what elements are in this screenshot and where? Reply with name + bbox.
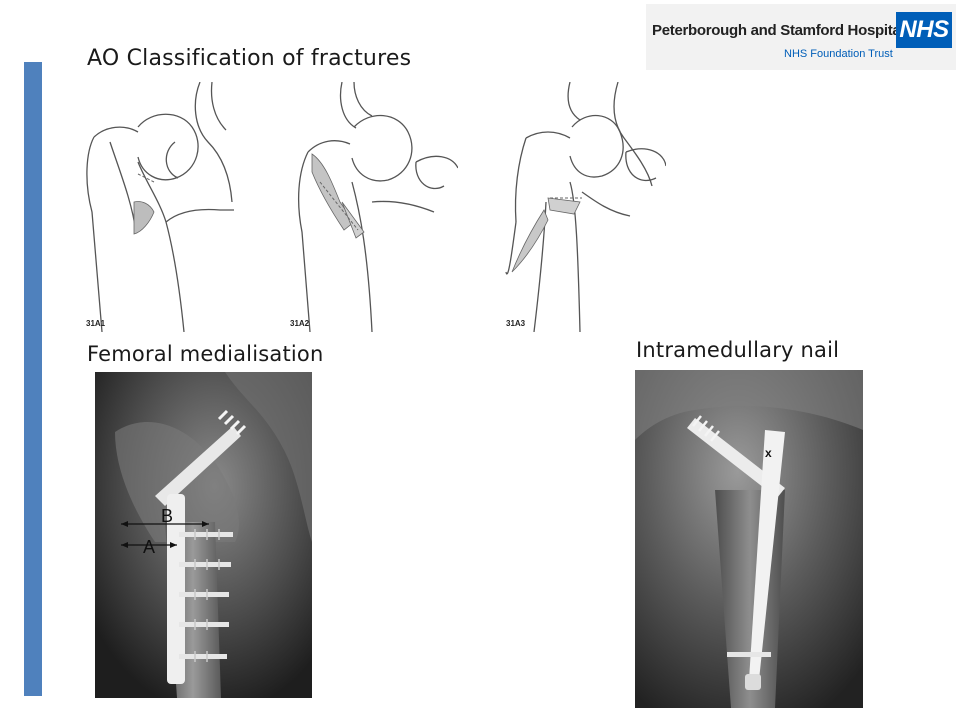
xray-marker-x: x — [765, 446, 772, 460]
fracture-diagram-31a3: 31A3 — [500, 82, 666, 332]
slide-title: AO Classification of fractures — [87, 46, 412, 71]
logo-organization: Peterborough and Stamford Hospitals — [652, 22, 913, 39]
femur-drawing-31a2 — [297, 82, 458, 332]
heading-intramedullary-nail: Intramedullary nail — [636, 338, 840, 362]
hospital-logo: Peterborough and Stamford Hospitals NHS … — [646, 4, 956, 70]
xray-plate-fixation: B A — [95, 372, 312, 698]
femur-drawing-31a3 — [505, 82, 666, 332]
xray-nail-image: x — [635, 370, 863, 708]
fracture-diagram-31a1: 31A1 — [80, 82, 234, 332]
fracture-diagram-31a2: 31A2 — [284, 82, 458, 332]
nhs-logo-icon: NHS — [896, 12, 952, 48]
xray-plate-image: B A — [95, 372, 312, 698]
measurement-label-b: B — [161, 506, 173, 526]
measurement-label-a: A — [143, 537, 155, 557]
xray-intramedullary-nail: x — [635, 370, 863, 708]
heading-femoral-medialisation: Femoral medialisation — [87, 342, 324, 366]
diagram-label-31a2: 31A2 — [290, 319, 310, 328]
logo-trust: NHS Foundation Trust — [784, 48, 893, 60]
femur-drawing-31a1 — [86, 82, 234, 332]
slide-accent-bar — [24, 62, 42, 696]
diagram-label-31a1: 31A1 — [86, 319, 106, 328]
diagram-label-31a3: 31A3 — [506, 319, 526, 328]
